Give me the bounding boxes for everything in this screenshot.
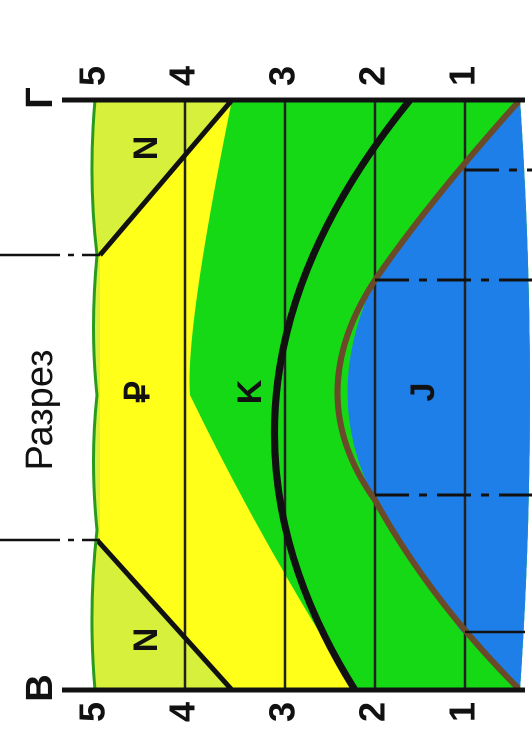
layer-label-n-left: N xyxy=(127,628,165,653)
level-label-top-1: 1 xyxy=(442,66,483,86)
level-label-top-3: 3 xyxy=(262,66,303,86)
section-title: Разрез xyxy=(19,349,61,470)
level-label-bottom-3: 3 xyxy=(262,702,303,722)
layer-label-n-right: N xyxy=(127,136,165,161)
level-label-top-4: 4 xyxy=(162,66,203,86)
level-label-top-5: 5 xyxy=(72,66,113,86)
layer-label-k: K xyxy=(231,379,269,404)
level-label-bottom-1: 1 xyxy=(442,702,483,722)
level-label-top-2: 2 xyxy=(352,66,393,86)
level-label-bottom-2: 2 xyxy=(352,702,393,722)
layer-label-paleogene: ₽ xyxy=(119,381,157,403)
end-label-left: В xyxy=(19,674,61,701)
end-label-right: Г xyxy=(19,87,61,109)
layer-label-j: J xyxy=(404,383,442,402)
level-label-bottom-4: 4 xyxy=(162,702,203,722)
level-label-bottom-5: 5 xyxy=(72,702,113,722)
